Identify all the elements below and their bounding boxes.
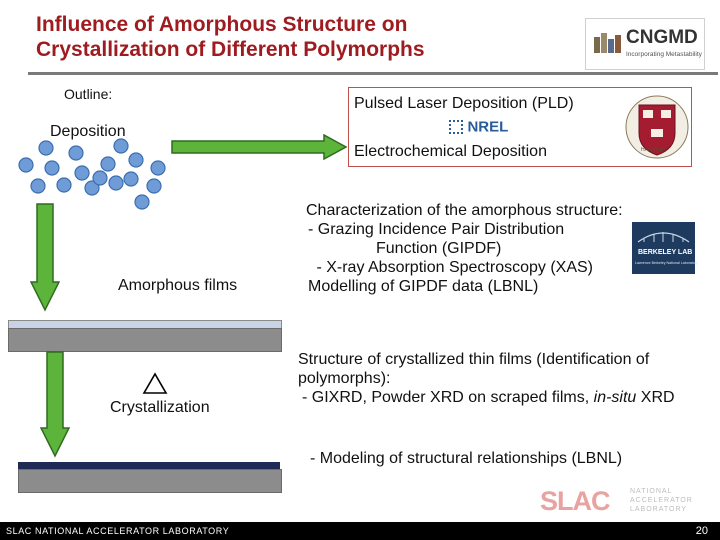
berkeley-lab-subtext: Lawrence Berkeley National Laboratory <box>635 261 698 265</box>
crystalline-film-layer <box>18 462 280 469</box>
footer-lab-name: SLAC NATIONAL ACCELERATOR LABORATORY <box>6 526 230 536</box>
particle-dot <box>68 145 84 161</box>
deposition-methods-box: Pulsed Laser Deposition (PLD) NREL Elect… <box>348 87 692 167</box>
nrel-logo-text: NREL <box>467 118 509 136</box>
particle-dot <box>30 178 46 194</box>
title-divider <box>28 72 718 75</box>
characterization-block: Characterization of the amorphous struct… <box>306 201 636 296</box>
slac-logo-sub-3: LABORATORY <box>630 506 688 513</box>
particle-dot <box>108 175 124 191</box>
particle-dot <box>92 170 108 186</box>
page-number: 20 <box>695 525 708 537</box>
structure-block: Structure of crystallized thin films (Id… <box>298 350 714 407</box>
char-line-1: Characterization of the amorphous struct… <box>306 202 623 219</box>
nrel-logo-icon <box>449 119 463 134</box>
deposition-label: Deposition <box>50 123 126 140</box>
particle-dot <box>74 165 90 181</box>
delta-heat-icon <box>142 372 168 394</box>
footer-bar <box>0 522 720 540</box>
outline-label: Outline: <box>64 86 113 102</box>
particle-dot <box>18 157 34 173</box>
harvard-name: HARVARD <box>641 147 665 153</box>
nrel-logo: NREL <box>449 118 519 136</box>
struct-line-2: polymorphs): <box>298 370 391 387</box>
title-line-2: Crystallization of Different Polymorphs <box>36 38 425 61</box>
slac-logo-sub-2: ACCELERATOR <box>630 497 693 504</box>
cngmd-logo-subtext: Incorporating Metastability <box>626 51 702 58</box>
slac-logo: SLAC NATIONAL ACCELERATOR LABORATORY <box>540 486 700 518</box>
particle-dot <box>146 178 162 194</box>
char-line-3: Function (GIPDF) <box>376 240 502 257</box>
title-line-1: Influence of Amorphous Structure on <box>36 13 408 36</box>
struct-line-3-a: - GIXRD, Powder XRD on scraped films, <box>302 389 594 406</box>
char-line-2: - Grazing Incidence Pair Distribution <box>308 221 565 238</box>
crystallization-label: Crystallization <box>110 399 210 416</box>
berkeley-lab-graphic <box>637 232 690 243</box>
particle-dot <box>56 177 72 193</box>
particle-dot <box>150 160 166 176</box>
particle-dot <box>134 194 150 210</box>
substrate-2 <box>18 469 282 493</box>
modeling-line: - Modeling of structural relationships (… <box>310 450 623 467</box>
berkeley-lab-logo: BERKELEY LAB Lawrence Berkeley National … <box>632 222 698 274</box>
down-arrow-1 <box>30 203 60 312</box>
electrochemical-deposition-label: Electrochemical Deposition <box>354 143 547 160</box>
particle-cluster <box>18 138 166 210</box>
slac-logo-sub-1: NATIONAL <box>630 488 673 495</box>
particle-dot <box>128 152 144 168</box>
page-title: Influence of Amorphous Structure on Crys… <box>36 12 556 62</box>
pld-label: Pulsed Laser Deposition (PLD) <box>354 95 574 112</box>
cngmd-logo-graphic <box>594 33 621 53</box>
char-line-4: - X-ray Absorption Spectroscopy (XAS) <box>312 259 593 276</box>
berkeley-lab-text: BERKELEY LAB <box>638 249 693 256</box>
struct-line-3: - GIXRD, Powder XRD on scraped films, in… <box>298 388 714 407</box>
struct-line-3-italic: in-situ <box>593 389 637 406</box>
particle-dot <box>44 160 60 176</box>
down-arrow-2 <box>40 351 70 458</box>
amorphous-films-label: Amorphous films <box>118 277 238 294</box>
particle-dot <box>123 171 139 187</box>
substrate-1 <box>8 328 282 352</box>
struct-line-3-c: XRD <box>636 389 675 406</box>
particle-dot <box>113 138 129 154</box>
struct-line-1: Structure of crystallized thin films (Id… <box>298 351 650 368</box>
particle-dot <box>100 156 116 172</box>
char-line-5: Modelling of GIPDF data (LBNL) <box>308 278 539 295</box>
slac-logo-text: SLAC <box>540 486 610 516</box>
harvard-shield-icon <box>625 95 689 159</box>
particle-dot <box>84 180 100 196</box>
particle-dot <box>38 140 54 156</box>
deposition-arrow <box>171 134 348 160</box>
cngmd-logo-text: CNGMD <box>626 27 698 48</box>
cngmd-logo: CNGMD Incorporating Metastability <box>585 18 705 70</box>
